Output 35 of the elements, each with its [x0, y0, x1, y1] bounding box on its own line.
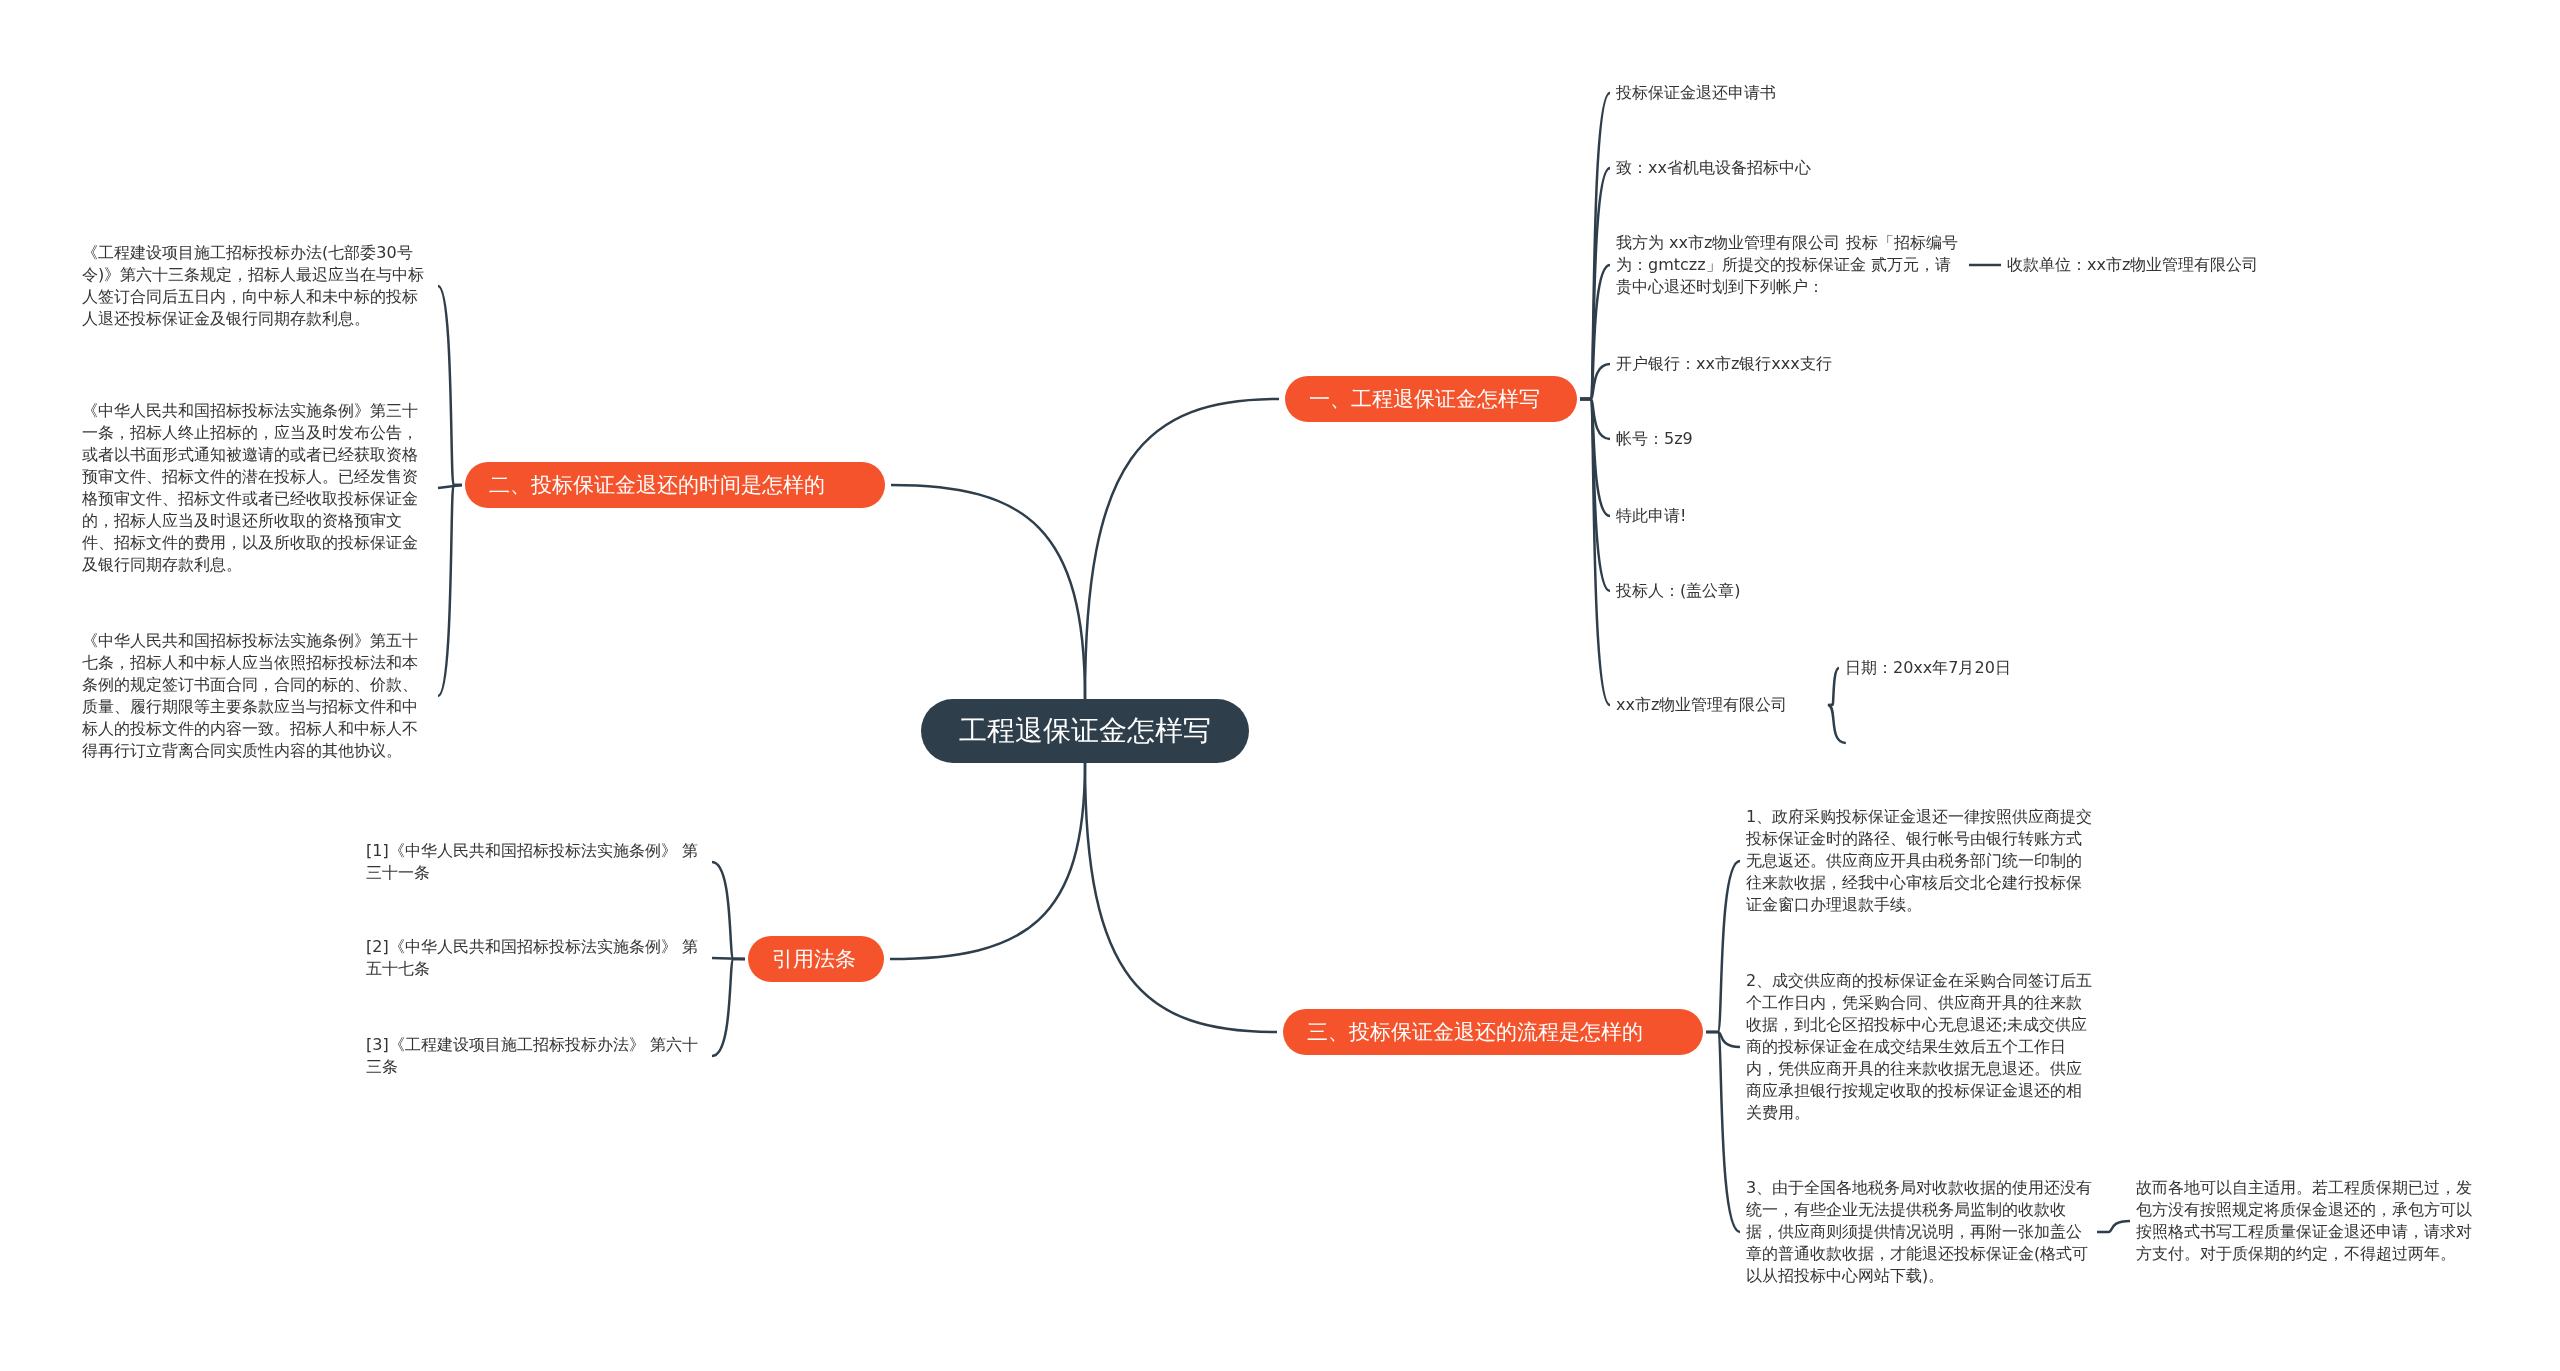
- topic-text: 投标人：(盖公章): [1616, 580, 1916, 602]
- connector-line: [437, 483, 463, 490]
- topic-text: 故而各地可以自主适用。若工程质保期已过，发包方没有按照规定将质保金退还的，承包方可以按照格式书写工程质量保证金退还申请，请求对方支付。对于质保期的约定，不得超过两年。: [2136, 1177, 2484, 1265]
- topic-text: 我方为 xx市z物业管理有限公司 投标「招标编号为：gmtczz」所提交的投标保证金 贰万元，请贵中心退还时划到下列帐户：: [1616, 232, 1966, 298]
- branch-topic: 二、投标保证金退还的时间是怎样的: [465, 462, 885, 508]
- connector-line: [437, 483, 462, 697]
- central-topic: 工程退保证金怎样写: [921, 699, 1249, 763]
- connector-line: [1083, 762, 1278, 1034]
- topic-text: 帐号：5z9: [1616, 428, 1916, 450]
- topic-text: 致：xx省机电设备招标中心: [1616, 157, 2036, 179]
- topic-text: 特此申请!: [1616, 505, 1916, 527]
- topic-text: [2]《中华人民共和国招标投标法实施条例》 第五十七条: [366, 936, 706, 980]
- connector-line: [2097, 1219, 2131, 1234]
- topic-text: 《中华人民共和国招标投标法实施条例》第五十七条，招标人和中标人应当依照招标投标法和本条例的规定签订书面合同，合同的标的、价款、质量、履行期限等主要条款应当与招标文件和中标人的投标文件的内容一致。招标人和中标人不得再行订立背离合同实质性内容的其他协议。: [82, 630, 432, 762]
- branch-topic: 三、投标保证金退还的流程是怎样的: [1283, 1009, 1703, 1055]
- topic-text: 投标保证金退还申请书: [1616, 82, 2036, 104]
- branch-topic: 一、工程退保证金怎样写: [1285, 376, 1577, 422]
- topic-text: 开户银行：xx市z银行xxx支行: [1616, 353, 2036, 375]
- topic-text: [3]《工程建设项目施工招标投标办法》 第六十三条: [366, 1034, 706, 1078]
- topic-text: 2、成交供应商的投标保证金在采购合同签订后五个工作日内，凭采购合同、供应商开具的往来款收据，到北仑区招投标中心无息退还;未成交供应商的投标保证金在成交结果生效后五个工作日内，凭供应商开具的往来款收据无息退还。供应商应承担银行按规定收取的投标保证金退还的相关费用。: [1746, 970, 2094, 1124]
- connector-line: [711, 957, 745, 1058]
- topic-text: 收款单位：xx市z物业管理有限公司: [2007, 254, 2387, 276]
- connector-line: [1706, 1030, 1741, 1233]
- connector-line: [890, 483, 1087, 700]
- topic-text: 1、政府采购投标保证金退还一律按照供应商提交投标保证金时的路径、银行帐号由银行转账方式无息返还。供应商应开具由税务部门统一印制的往来款收据，经我中心审核后交北仑建行投标保证金窗口办理退款手续。: [1746, 806, 2094, 916]
- topic-text: 3、由于全国各地税务局对收款收据的使用还没有统一，有些企业无法提供税务局监制的收款收据，供应商则须提供情况说明，再附一张加盖公章的普通收款收据，才能退还投标保证金(格式可以从招投标中心网站下载)。: [1746, 1177, 2094, 1287]
- topic-text: xx市z物业管理有限公司: [1616, 694, 1826, 716]
- topic-text: 日期：20xx年7月20日: [1845, 657, 2145, 679]
- branch-topic: 引用法条: [748, 936, 884, 982]
- topic-text: 《中华人民共和国招标投标法实施条例》第三十一条，招标人终止招标的，应当及时发布公告，或者以书面形式通知被邀请的或者已经获取资格预审文件、招标文件的潜在投标人。已经发售资格预审文件、招标文件或者已经收取投标保证金的，招标人应当及时退还所收取的资格预审文件、招标文件的费用，以及所收取的投标保证金及银行同期存款利息。: [82, 400, 432, 576]
- connector-line: [1969, 263, 2001, 267]
- topic-text: 《工程建设项目施工招标投标办法(七部委30号令)》第六十三条规定，招标人最迟应当在与中标人签订合同后五日内，向中标人和未中标的投标人退还投标保证金及银行同期存款利息。: [82, 242, 432, 330]
- topic-text: [1]《中华人民共和国招标投标法实施条例》 第三十一条: [366, 840, 706, 884]
- connector-line: [1829, 667, 1840, 707]
- connector-line: [1580, 397, 1611, 706]
